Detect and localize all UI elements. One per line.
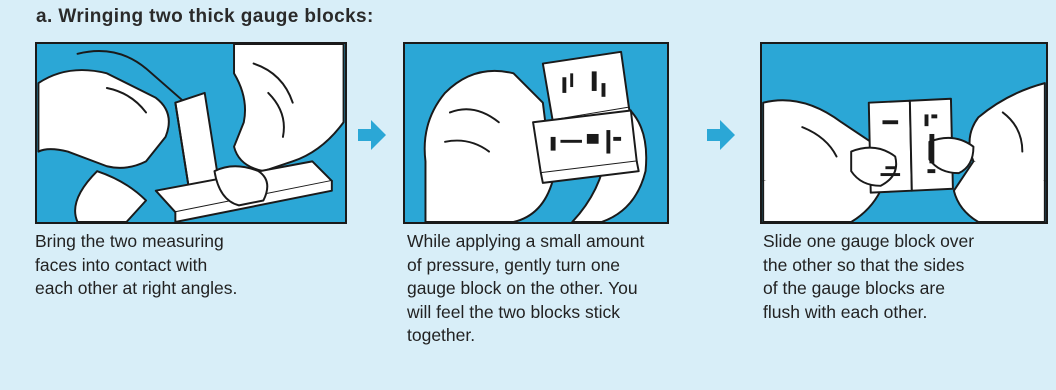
step-2-caption: While applying a small amount of pressur… (407, 230, 697, 348)
caption-line: each other at right angles. (35, 277, 335, 301)
caption-line: faces into contact with (35, 254, 335, 278)
step-3-illustration (760, 42, 1048, 224)
caption-line: gauge block on the other. You (407, 277, 697, 301)
step-1-illustration (35, 42, 347, 224)
caption-line: of pressure, gently turn one (407, 254, 697, 278)
caption-line: Bring the two measuring (35, 230, 335, 254)
caption-line: the other so that the sides (763, 254, 1053, 278)
step-3-caption: Slide one gauge block over the other so … (763, 230, 1053, 324)
caption-line: flush with each other. (763, 301, 1053, 325)
figure-title: a. Wringing two thick gauge blocks: (36, 6, 374, 28)
caption-line: of the gauge blocks are (763, 277, 1053, 301)
hand-turning-block (405, 44, 667, 222)
caption-line: While applying a small amount (407, 230, 697, 254)
caption-line: Slide one gauge block over (763, 230, 1053, 254)
hands-holding-blocks-at-right-angles (37, 44, 345, 222)
caption-line: together. (407, 324, 697, 348)
arrow-right-icon (358, 120, 386, 150)
hands-sliding-blocks-flush (762, 44, 1046, 222)
caption-line: will feel the two blocks stick (407, 301, 697, 325)
arrow-right-icon (707, 120, 735, 150)
step-2-illustration (403, 42, 669, 224)
step-1-caption: Bring the two measuring faces into conta… (35, 230, 335, 301)
